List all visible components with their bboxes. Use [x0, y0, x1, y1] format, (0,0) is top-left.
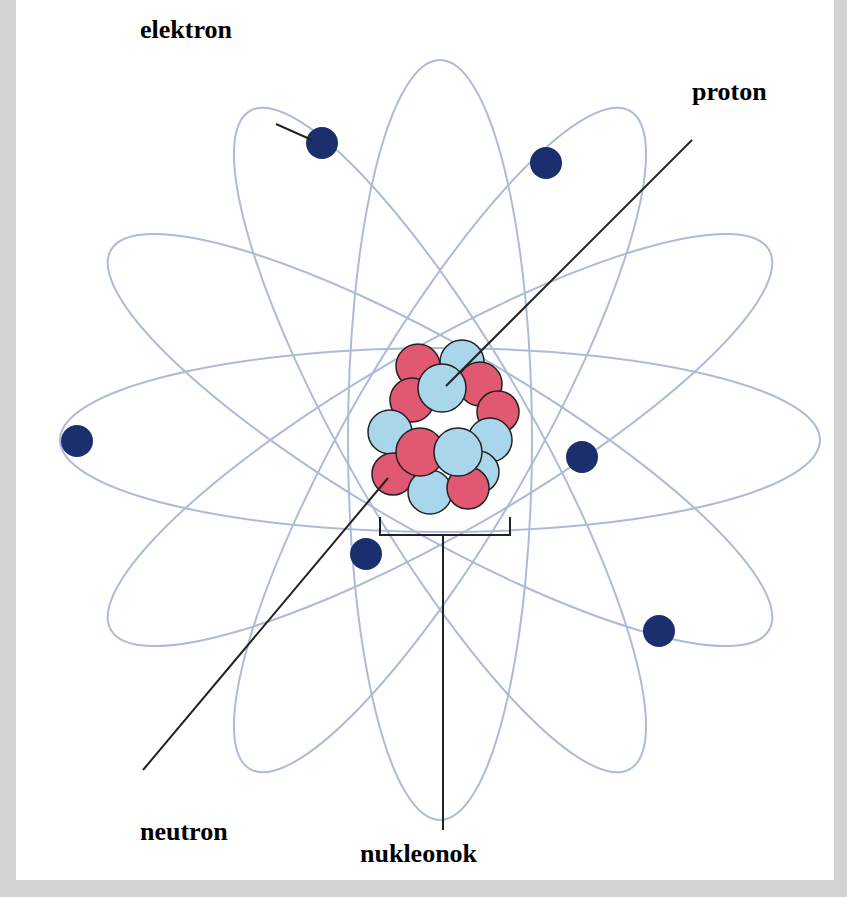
- orbit: [65, 170, 815, 709]
- electron-dot: [566, 441, 598, 473]
- electron-dot: [530, 147, 562, 179]
- orbit: [65, 170, 815, 709]
- neutron-ball: [418, 364, 466, 412]
- part-label: neutron: [140, 818, 228, 847]
- leader-line: [276, 124, 312, 140]
- leader-line: [442, 535, 444, 830]
- white-panel: [16, 0, 834, 880]
- orbit: [60, 348, 820, 532]
- neutron-ball: [408, 470, 452, 514]
- electron-dot: [306, 127, 338, 159]
- part-label: proton: [692, 78, 767, 107]
- bracket: [380, 517, 510, 535]
- part-label: nukleonok: [360, 840, 477, 869]
- leader-lines: [143, 124, 692, 830]
- orbit: [170, 65, 709, 815]
- leader-line: [143, 478, 388, 770]
- nucleus: [368, 340, 519, 514]
- electron-dot: [643, 615, 675, 647]
- orbits: [60, 60, 820, 820]
- orbit: [348, 60, 532, 820]
- electrons: [61, 127, 675, 647]
- part-label: elektron: [140, 16, 232, 45]
- electron-dot: [61, 425, 93, 457]
- electron-dot: [350, 538, 382, 570]
- orbit: [170, 65, 709, 815]
- neutron-ball: [434, 428, 482, 476]
- leader-line: [446, 140, 692, 386]
